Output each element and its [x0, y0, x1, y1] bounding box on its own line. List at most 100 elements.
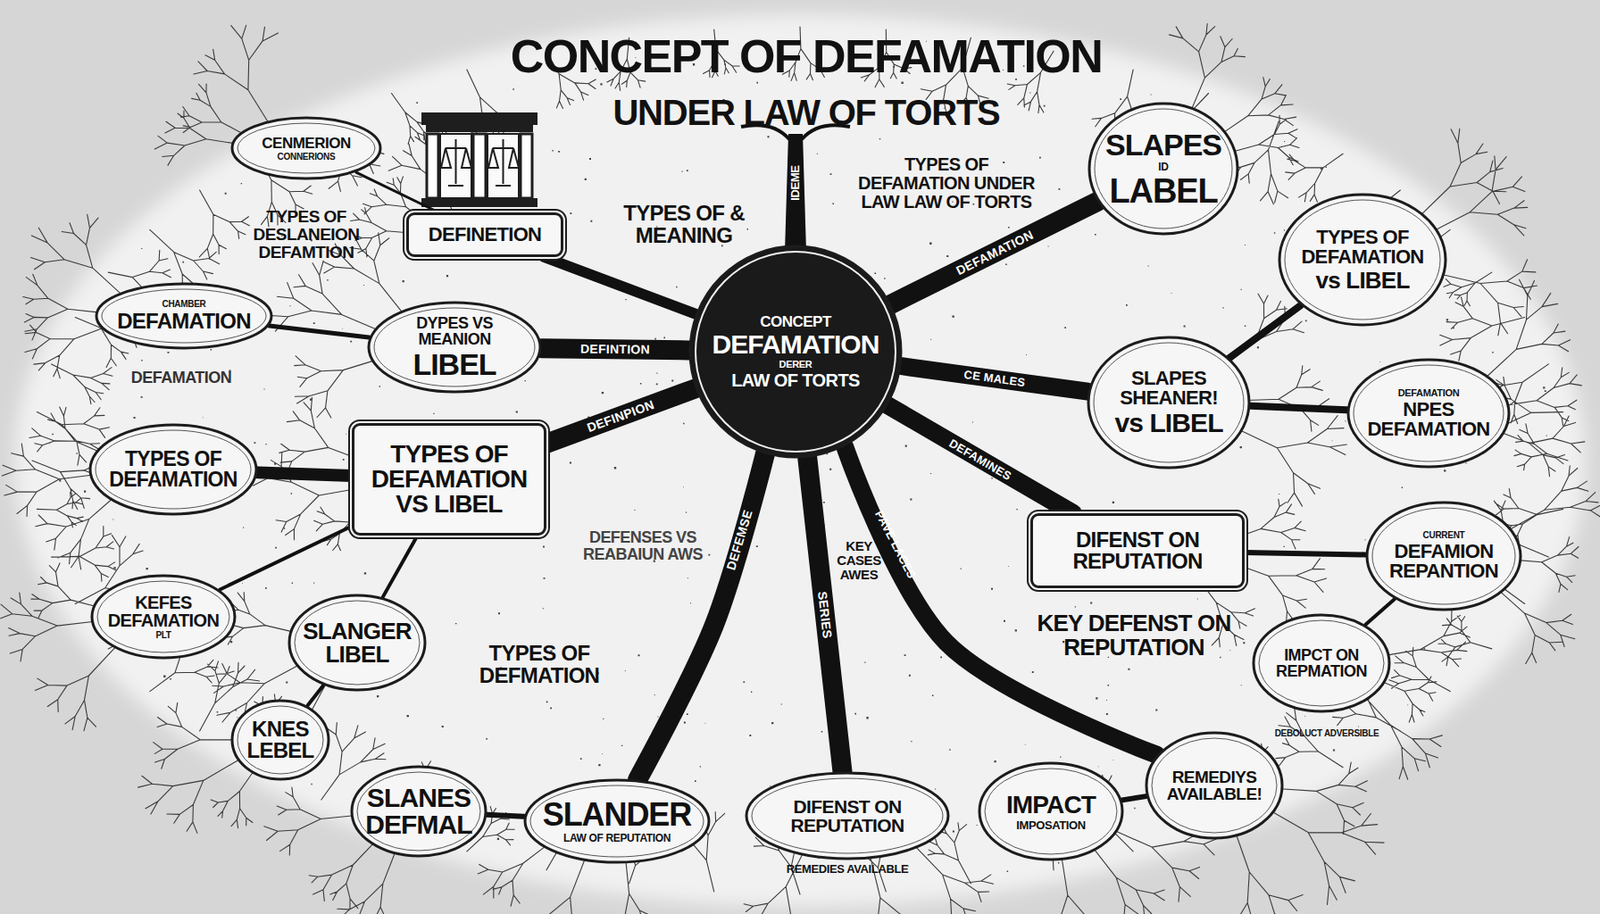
- topic-box: TYPES OF DEFAMATION VS LIBEL: [351, 423, 547, 536]
- icon-column: [473, 133, 486, 199]
- floating-label: DEBOLUCT ADVERSIBLE: [1268, 729, 1385, 740]
- main-branch: [891, 201, 1098, 305]
- sub-branch: [487, 815, 525, 817]
- topic-circle: KNES LEBEL: [230, 699, 331, 782]
- topic-circle: CURRENTDEFAMION REPANTION: [1365, 500, 1523, 612]
- circle-inner-ring: [1258, 620, 1384, 707]
- node-heading: IMPACT: [1006, 792, 1096, 818]
- topic-circle: DEFAMATIONNPES DEFAMATION: [1346, 358, 1511, 469]
- main-branch: [543, 257, 695, 315]
- node-text: REMEDIES AVAILABLE: [744, 863, 950, 875]
- circle-shape: [1279, 194, 1446, 325]
- node-text: LAW OF TORTS: [731, 371, 860, 390]
- node-heading: CENMERION: [261, 135, 350, 151]
- node-text: CONNERIONS: [277, 152, 336, 162]
- circle-inner-ring: [1353, 365, 1504, 462]
- topic-circle: SLAPES SHEANER!vs LIBEL: [1086, 335, 1251, 470]
- scales-symbol: [488, 139, 519, 186]
- floating-label: TYPES OF DESLANEION DEFAMTION: [234, 208, 378, 262]
- node-text: LABEL: [1109, 174, 1218, 209]
- circle-shape: [746, 773, 949, 859]
- circle-shape: [1348, 359, 1509, 467]
- icon-panel: [440, 133, 472, 199]
- floating-label: KEY CASES AWES: [830, 539, 888, 582]
- sub-branch: [383, 535, 418, 598]
- main-branch: [844, 447, 1157, 756]
- circle-shape: [525, 780, 709, 863]
- topic-circle: IMPACTIMPOSATION: [977, 761, 1125, 862]
- node-heading: IMPCT ON REPMATION: [1261, 647, 1382, 680]
- branch-label: PAVE LACES: [872, 508, 919, 582]
- floating-label: TYPES OF & MEANING: [608, 201, 760, 247]
- topic-circle: CHAMBERDEFAMATION: [94, 282, 274, 350]
- sub-branch: [1250, 406, 1347, 410]
- circle-inner-ring: [530, 785, 704, 858]
- circle-shape: [90, 425, 257, 515]
- topic-circle: CENMERIONCONNERIONS: [230, 116, 383, 181]
- topic-circle: KEFES DEFAMATIONPLT: [90, 574, 237, 660]
- icon-frieze: [425, 125, 534, 133]
- node-heading: DIFENST ON REPUTATION: [1037, 529, 1238, 573]
- branch-label: DEFINTION: [580, 341, 650, 358]
- circle-shape: [1146, 733, 1283, 839]
- main-branch: [888, 405, 1074, 514]
- main-branch: [901, 366, 1088, 392]
- branch-label: DEFAMINES: [947, 436, 1015, 484]
- icon-roof: [421, 112, 538, 125]
- node-heading: SLANES DEFMAL: [359, 784, 478, 839]
- node-heading: REMEDIYS AVAILABLE!: [1154, 768, 1275, 803]
- topic-circle: SLANGER LIBEL: [287, 593, 427, 692]
- circle-shape: [232, 700, 329, 780]
- topic-circle: TYPES OF DEFAMATIONvs LIBEL: [1277, 192, 1448, 327]
- twig-group: [0, 24, 1600, 914]
- sub-branch: [307, 685, 324, 706]
- node-text: LAW OF REPUTATION: [563, 833, 671, 844]
- scales-symbol: [441, 139, 472, 186]
- sub-branch: [1244, 552, 1366, 555]
- circle-inner-ring: [97, 581, 230, 653]
- node-text: DERER: [779, 359, 813, 370]
- floating-label: TYPES OF DEFMATION: [458, 641, 620, 687]
- circle-shape: [979, 763, 1123, 860]
- circle-shape: [289, 595, 425, 691]
- sub-branch: [269, 325, 370, 338]
- floating-label: DEFENSES VS REABAIUN AWS: [571, 529, 715, 564]
- topic-circle: IMPCT ON REPMATION: [1251, 613, 1392, 714]
- node-text: PLT: [155, 631, 171, 641]
- central-circle: CONCEPTDEFAMATIONDERERLAW OF TORTS: [688, 244, 903, 459]
- branch-label: DEFINPION: [584, 397, 656, 435]
- circle-shape: [1088, 337, 1250, 468]
- circle-shape: [232, 117, 381, 179]
- node-text: DEFAMATION: [116, 310, 251, 333]
- circle-inner-ring: [984, 768, 1117, 855]
- node-heading: KEFES DEFAMATION: [100, 593, 227, 630]
- sub-branch: [1365, 599, 1394, 625]
- topic-circle: DIFENST ON REPUTATIONREMEDIES AVAILABLE: [744, 771, 950, 861]
- node-heading: KNES LEBEL: [237, 718, 324, 762]
- circle-shape: [91, 575, 235, 659]
- node-heading: TYPES OF DEFAMATION: [1290, 227, 1436, 267]
- circle-inner-ring: [1284, 200, 1441, 320]
- branch-label: IDEME: [789, 142, 802, 224]
- node-heading: CHAMBER: [161, 300, 206, 309]
- twig-lines: [0, 24, 1600, 914]
- floating-label: DEFAMATION: [96, 369, 267, 387]
- node-heading: TYPES OF DEFAMATION: [100, 449, 247, 491]
- node-text: LIBEL: [412, 349, 496, 380]
- circle-shape: [351, 766, 486, 857]
- floating-label: TYPES OF DEFAMATION UNDER LAW LAW OF TOR…: [852, 155, 1041, 212]
- node-text: IMPOSATION: [1016, 819, 1085, 832]
- icon-column: [520, 133, 533, 199]
- branch-label: DEFEMSE: [724, 508, 756, 572]
- circle-inner-ring: [1151, 738, 1277, 834]
- circle-inner-ring: [1094, 108, 1233, 229]
- circle-inner-ring: [101, 289, 267, 343]
- node-heading: DEFAMATION: [1398, 388, 1460, 399]
- main-branch: [258, 472, 352, 476]
- node-heading: SLAPES SHEANER!: [1098, 368, 1240, 409]
- circle-inner-ring: [1093, 342, 1244, 463]
- node-text: vs LIBEL: [1315, 268, 1409, 292]
- sub-branch: [1229, 305, 1300, 358]
